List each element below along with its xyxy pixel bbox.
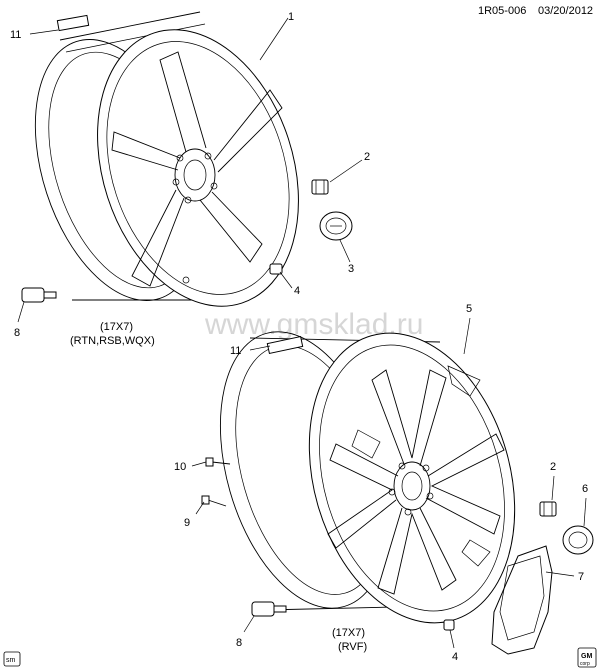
lower-wheel-bolt-9 bbox=[201, 495, 227, 507]
upper-wheel-rim bbox=[97, 29, 299, 307]
diagram-reference: 1R05-006 bbox=[478, 5, 526, 17]
lower-wheel-shield bbox=[491, 545, 553, 655]
callout-2-upper: 2 bbox=[364, 151, 370, 163]
lower-valve-cap bbox=[443, 619, 455, 631]
callout-3-upper: 3 bbox=[348, 263, 354, 275]
callout-10: 10 bbox=[174, 461, 186, 473]
lower-wheel-codes: (RVF) bbox=[338, 641, 367, 653]
lower-lug-nut bbox=[539, 501, 557, 517]
svg-text:GM: GM bbox=[581, 653, 592, 660]
callout-6: 6 bbox=[582, 483, 588, 495]
upper-lug-nut bbox=[311, 179, 329, 195]
lower-tpms-sensor bbox=[251, 601, 287, 617]
callout-4-upper: 4 bbox=[294, 285, 300, 297]
upper-balance-weight bbox=[56, 14, 90, 32]
callout-11-upper: 11 bbox=[10, 29, 21, 41]
upper-wheel-codes: (RTN,RSB,WQX) bbox=[70, 335, 155, 347]
upper-tpms-sensor bbox=[21, 287, 57, 303]
lower-wheel-size: (17X7) bbox=[332, 627, 365, 639]
callout-8-lower: 8 bbox=[236, 637, 242, 649]
lower-center-cap bbox=[562, 525, 594, 555]
diagram-date: 03/20/2012 bbox=[538, 5, 593, 17]
callout-1-upper: 1 bbox=[288, 11, 294, 23]
lower-wheel-assembly bbox=[219, 331, 516, 624]
callout-2-lower: 2 bbox=[550, 461, 556, 473]
upper-wheel-assembly bbox=[34, 11, 299, 307]
callout-9: 9 bbox=[184, 517, 190, 529]
lower-balance-weight bbox=[266, 335, 304, 355]
callout-11-lower: 11 bbox=[230, 345, 241, 357]
lower-wheel-bolt-10 bbox=[205, 457, 231, 467]
svg-text:sm: sm bbox=[6, 657, 16, 664]
upper-valve-cap bbox=[269, 263, 283, 275]
callout-4-lower: 4 bbox=[452, 651, 458, 663]
upper-wheel-size: (17X7) bbox=[100, 321, 133, 333]
gm-logo: GM corp bbox=[577, 647, 597, 668]
svg-text:corp: corp bbox=[580, 661, 590, 667]
sm-badge: sm bbox=[3, 651, 21, 667]
callout-8-upper: 8 bbox=[14, 327, 20, 339]
upper-center-cap bbox=[319, 211, 353, 241]
callout-7: 7 bbox=[578, 571, 584, 583]
callout-5: 5 bbox=[466, 303, 472, 315]
